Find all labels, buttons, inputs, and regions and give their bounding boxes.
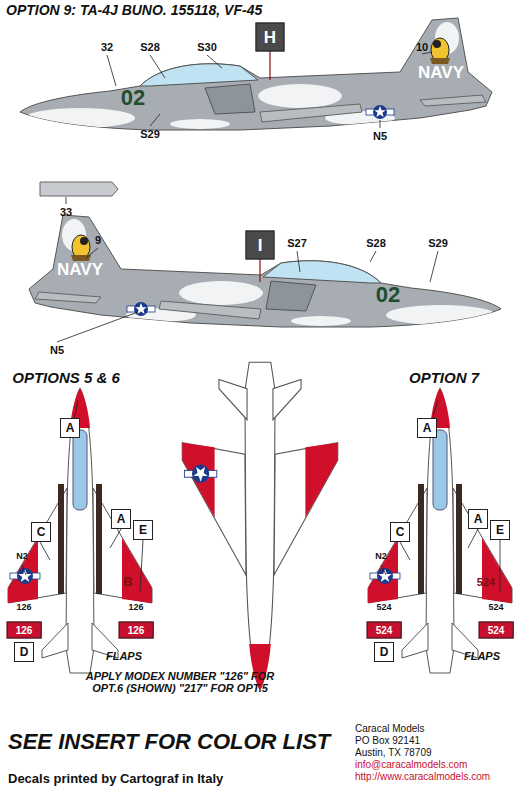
side-view-left (20, 18, 492, 130)
drawing-part (500, 540, 501, 592)
decal-letter-box: E (133, 520, 153, 540)
drawing-part (269, 50, 270, 80)
callout-text: 126 (128, 603, 143, 613)
drawing-part (380, 120, 381, 128)
box-letter: I (258, 237, 263, 254)
sheet-title: OPTION 9: TA-4J BUNO. 155118, VF-45 (6, 3, 262, 18)
drawing-part (66, 197, 67, 204)
box-letter: C (396, 526, 405, 538)
callout-text: 10 (416, 41, 428, 53)
sheet-note: SEE INSERT FOR COLOR LIST (8, 730, 330, 754)
box-letter: D (380, 646, 389, 658)
modex-decal: 524 (479, 622, 514, 639)
decal-group-box: I (246, 231, 275, 260)
decal-letter-box: D (374, 642, 394, 662)
callout-text: S28 (366, 237, 386, 249)
drawing-part (150, 55, 165, 78)
callout-text: OPTION 7 (409, 370, 479, 387)
callout-text: 02 (376, 283, 400, 307)
drawing-part (418, 430, 462, 594)
drawing-part (40, 182, 118, 196)
callout-text: 524 (477, 576, 495, 588)
box-letter: E (496, 524, 504, 536)
callout-text: N5 (373, 130, 387, 142)
callout-text: S28 (140, 41, 160, 53)
box-letter: D (20, 646, 29, 658)
drawing-part (86, 248, 98, 258)
leader-lines (22, 52, 500, 592)
box-letter: E (139, 524, 147, 536)
drawing-part (29, 215, 501, 327)
drawing-part (370, 251, 376, 262)
callout-text: 9 (95, 234, 101, 246)
side-view-right (29, 215, 501, 327)
callout-text: 02 (121, 86, 145, 110)
drawing-part (207, 55, 222, 68)
decal-letter-box: A (468, 509, 488, 529)
box-letter: A (423, 422, 432, 434)
callout-text: 524 (376, 603, 391, 613)
modex-decal: 126 (119, 622, 154, 639)
drawing-part (468, 529, 478, 548)
drawing-part (22, 565, 26, 575)
box-letter: C (37, 526, 46, 538)
callout-text: 32 (101, 41, 113, 53)
drawing-part (381, 565, 386, 575)
decal-letter-box: C (390, 522, 410, 542)
modex-decal: 524 (367, 622, 402, 639)
drawing-part (182, 362, 338, 690)
box-letter: A (474, 513, 483, 525)
sheet-note: PO Box 92141 (355, 735, 420, 746)
drawing-part (297, 251, 300, 272)
callout-text: N5 (50, 344, 64, 356)
decal-letter-box: A (60, 418, 80, 438)
callout-text: 33 (60, 206, 72, 218)
callout-text: 524 (488, 603, 503, 613)
drawing-part (110, 529, 121, 548)
decal-letter-box: D (14, 642, 34, 662)
callout-text: S29 (140, 128, 160, 140)
drawing-part (150, 114, 160, 126)
callout-text: NAVY (418, 64, 464, 83)
callout-text: NAVY (57, 261, 103, 280)
drawing-part (57, 312, 138, 342)
decal-letter-box: A (417, 418, 437, 438)
callout-text: OPTIONS 5 & 6 (12, 370, 120, 387)
sheet-note: Austin, TX 78709 (355, 747, 432, 758)
callout-text: S27 (287, 237, 307, 249)
modex-decal: 126 (7, 622, 42, 639)
callout-text: FLAPS (106, 650, 142, 662)
box-letter: H (264, 29, 276, 46)
sheet-note: Decals printed by Cartograf in Italy (8, 772, 223, 786)
drawing-part (259, 258, 260, 282)
decal-letter-box: C (31, 522, 51, 542)
drawing-part (400, 542, 410, 560)
drawing-part (20, 18, 492, 130)
bottom-view (182, 362, 338, 690)
decal-group-box: H (256, 23, 285, 52)
drawing-part (40, 542, 50, 560)
callout-text: S29 (428, 237, 448, 249)
sheet-note: info@caracalmodels.com (355, 759, 467, 770)
sheet-note: http://www.caracalmodels.com (355, 771, 490, 782)
callout-text: FLAPS (464, 650, 500, 662)
callout-text: S30 (197, 41, 217, 53)
callout-text: N2 (16, 552, 28, 562)
callout-text: APPLY MODEX NUMBER "126" FOR OPT.6 (SHOW… (85, 670, 275, 694)
decal-letter-box: E (490, 520, 510, 540)
decal-33 (40, 182, 118, 196)
drawing-part (107, 55, 116, 86)
drawing-part (140, 540, 143, 592)
drawing-part (430, 251, 438, 282)
decal-letter-box: A (111, 509, 131, 529)
callout-text: N2 (375, 552, 387, 562)
drawing-part (58, 430, 102, 594)
callout-text: B (123, 575, 132, 589)
sheet-note: Caracal Models (355, 723, 424, 734)
box-letter: A (66, 422, 75, 434)
callout-text: 126 (16, 603, 31, 613)
box-letter: A (117, 513, 126, 525)
